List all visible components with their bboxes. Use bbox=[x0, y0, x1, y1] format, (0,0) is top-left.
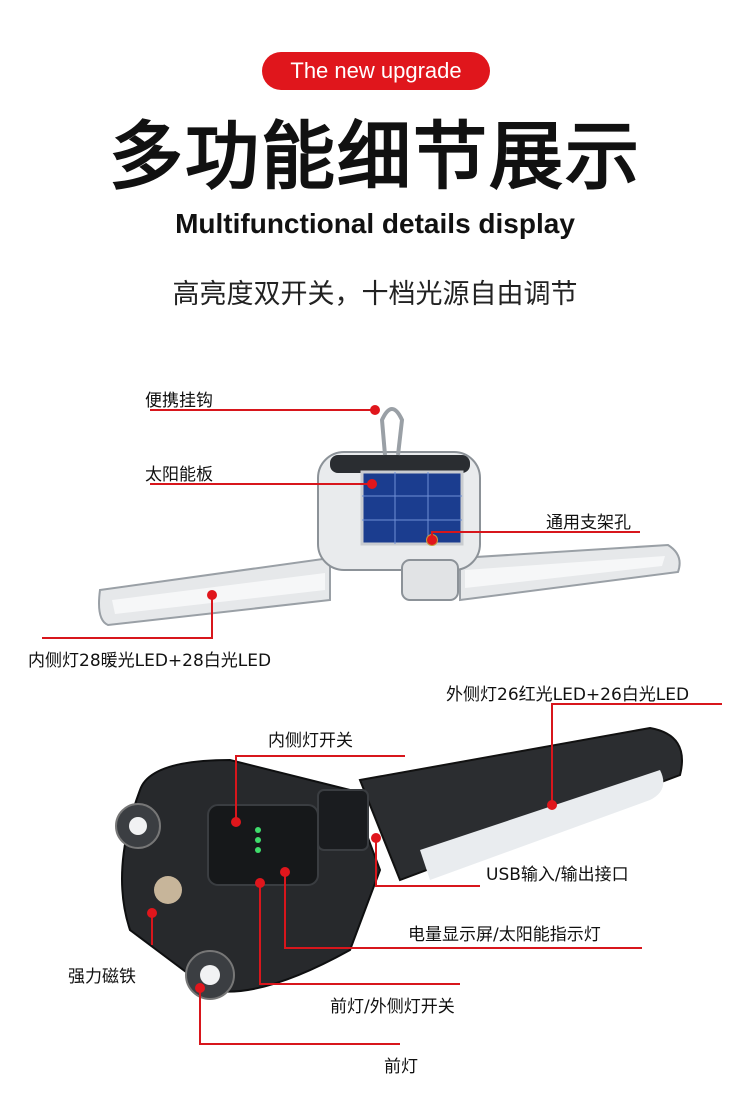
label-mount-hole: 通用支架孔 bbox=[546, 513, 631, 533]
page-title: 多功能细节展示 bbox=[109, 114, 641, 200]
page-subtitle: 高亮度双开关，十档光源自由调节 bbox=[172, 279, 578, 310]
label-front-light: 前灯 bbox=[384, 1057, 418, 1077]
label-solar-panel: 太阳能板 bbox=[145, 465, 213, 485]
label-inner-switch: 内侧灯开关 bbox=[268, 731, 353, 751]
label-front-switch: 前灯/外侧灯开关 bbox=[330, 997, 455, 1017]
leader-lines bbox=[42, 409, 722, 1045]
label-hook: 便携挂钩 bbox=[145, 391, 213, 411]
label-outer-light: 外侧灯26红光LED+26白光LED bbox=[446, 685, 690, 705]
label-inner-light: 内侧灯28暖光LED+28白光LED bbox=[28, 651, 272, 671]
page-title-english: Multifunctional details display bbox=[175, 208, 575, 239]
label-battery-display: 电量显示屏/太阳能指示灯 bbox=[408, 925, 601, 945]
leader-dots bbox=[147, 405, 557, 993]
upgrade-badge: The new upgrade bbox=[262, 52, 490, 90]
lamp-angled-view bbox=[115, 726, 683, 1000]
label-magnet: 强力磁铁 bbox=[68, 967, 136, 987]
label-usb-port: USB输入/输出接口 bbox=[486, 865, 629, 885]
